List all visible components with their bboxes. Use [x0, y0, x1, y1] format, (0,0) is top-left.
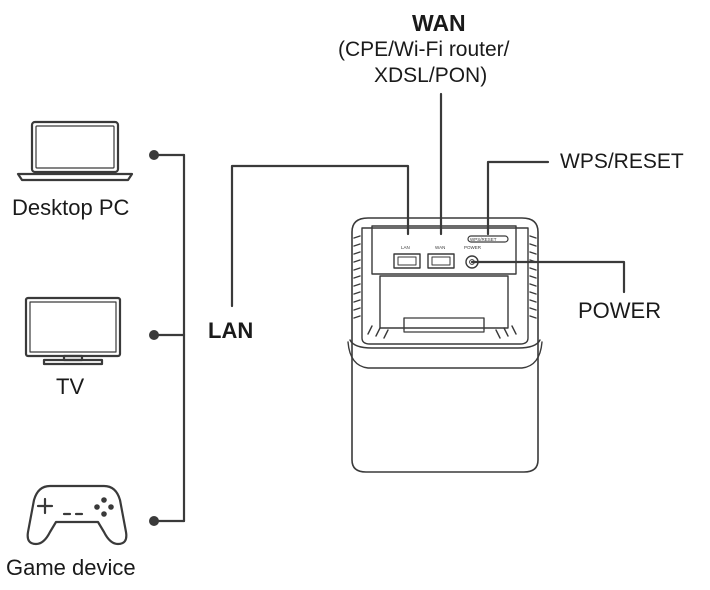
- wps-leader-line: [486, 160, 550, 236]
- connector-dot-game: [149, 516, 159, 526]
- router-icon: [347, 217, 543, 473]
- game-device-label: Game device: [6, 555, 136, 580]
- device-bracket-line: [152, 153, 186, 523]
- lan-leader-line: [230, 164, 410, 308]
- router-power-port-label: POWER: [464, 245, 482, 250]
- power-leader-line: [470, 260, 626, 294]
- router-wan-port-label: WAN: [435, 245, 445, 250]
- tv-label: TV: [56, 374, 85, 399]
- wan-title: WAN: [412, 10, 466, 36]
- connector-dot-tv: [149, 330, 159, 340]
- gamepad-icon: [26, 484, 128, 546]
- tv-icon: [24, 296, 122, 366]
- wps-reset-label: WPS/RESET: [560, 150, 684, 173]
- router-button-label: WPS/RESET: [470, 237, 497, 242]
- router-lan-port-label: LAN: [401, 245, 410, 250]
- lan-label: LAN: [208, 318, 254, 343]
- desktop-pc-label: Desktop PC: [12, 195, 130, 220]
- wan-subtitle-line2: XDSL/PON): [374, 64, 488, 87]
- wan-subtitle-line1: (CPE/Wi-Fi router/: [338, 38, 510, 61]
- connector-dot-desktop: [149, 150, 159, 160]
- laptop-icon: [16, 120, 134, 182]
- power-label: POWER: [578, 298, 662, 323]
